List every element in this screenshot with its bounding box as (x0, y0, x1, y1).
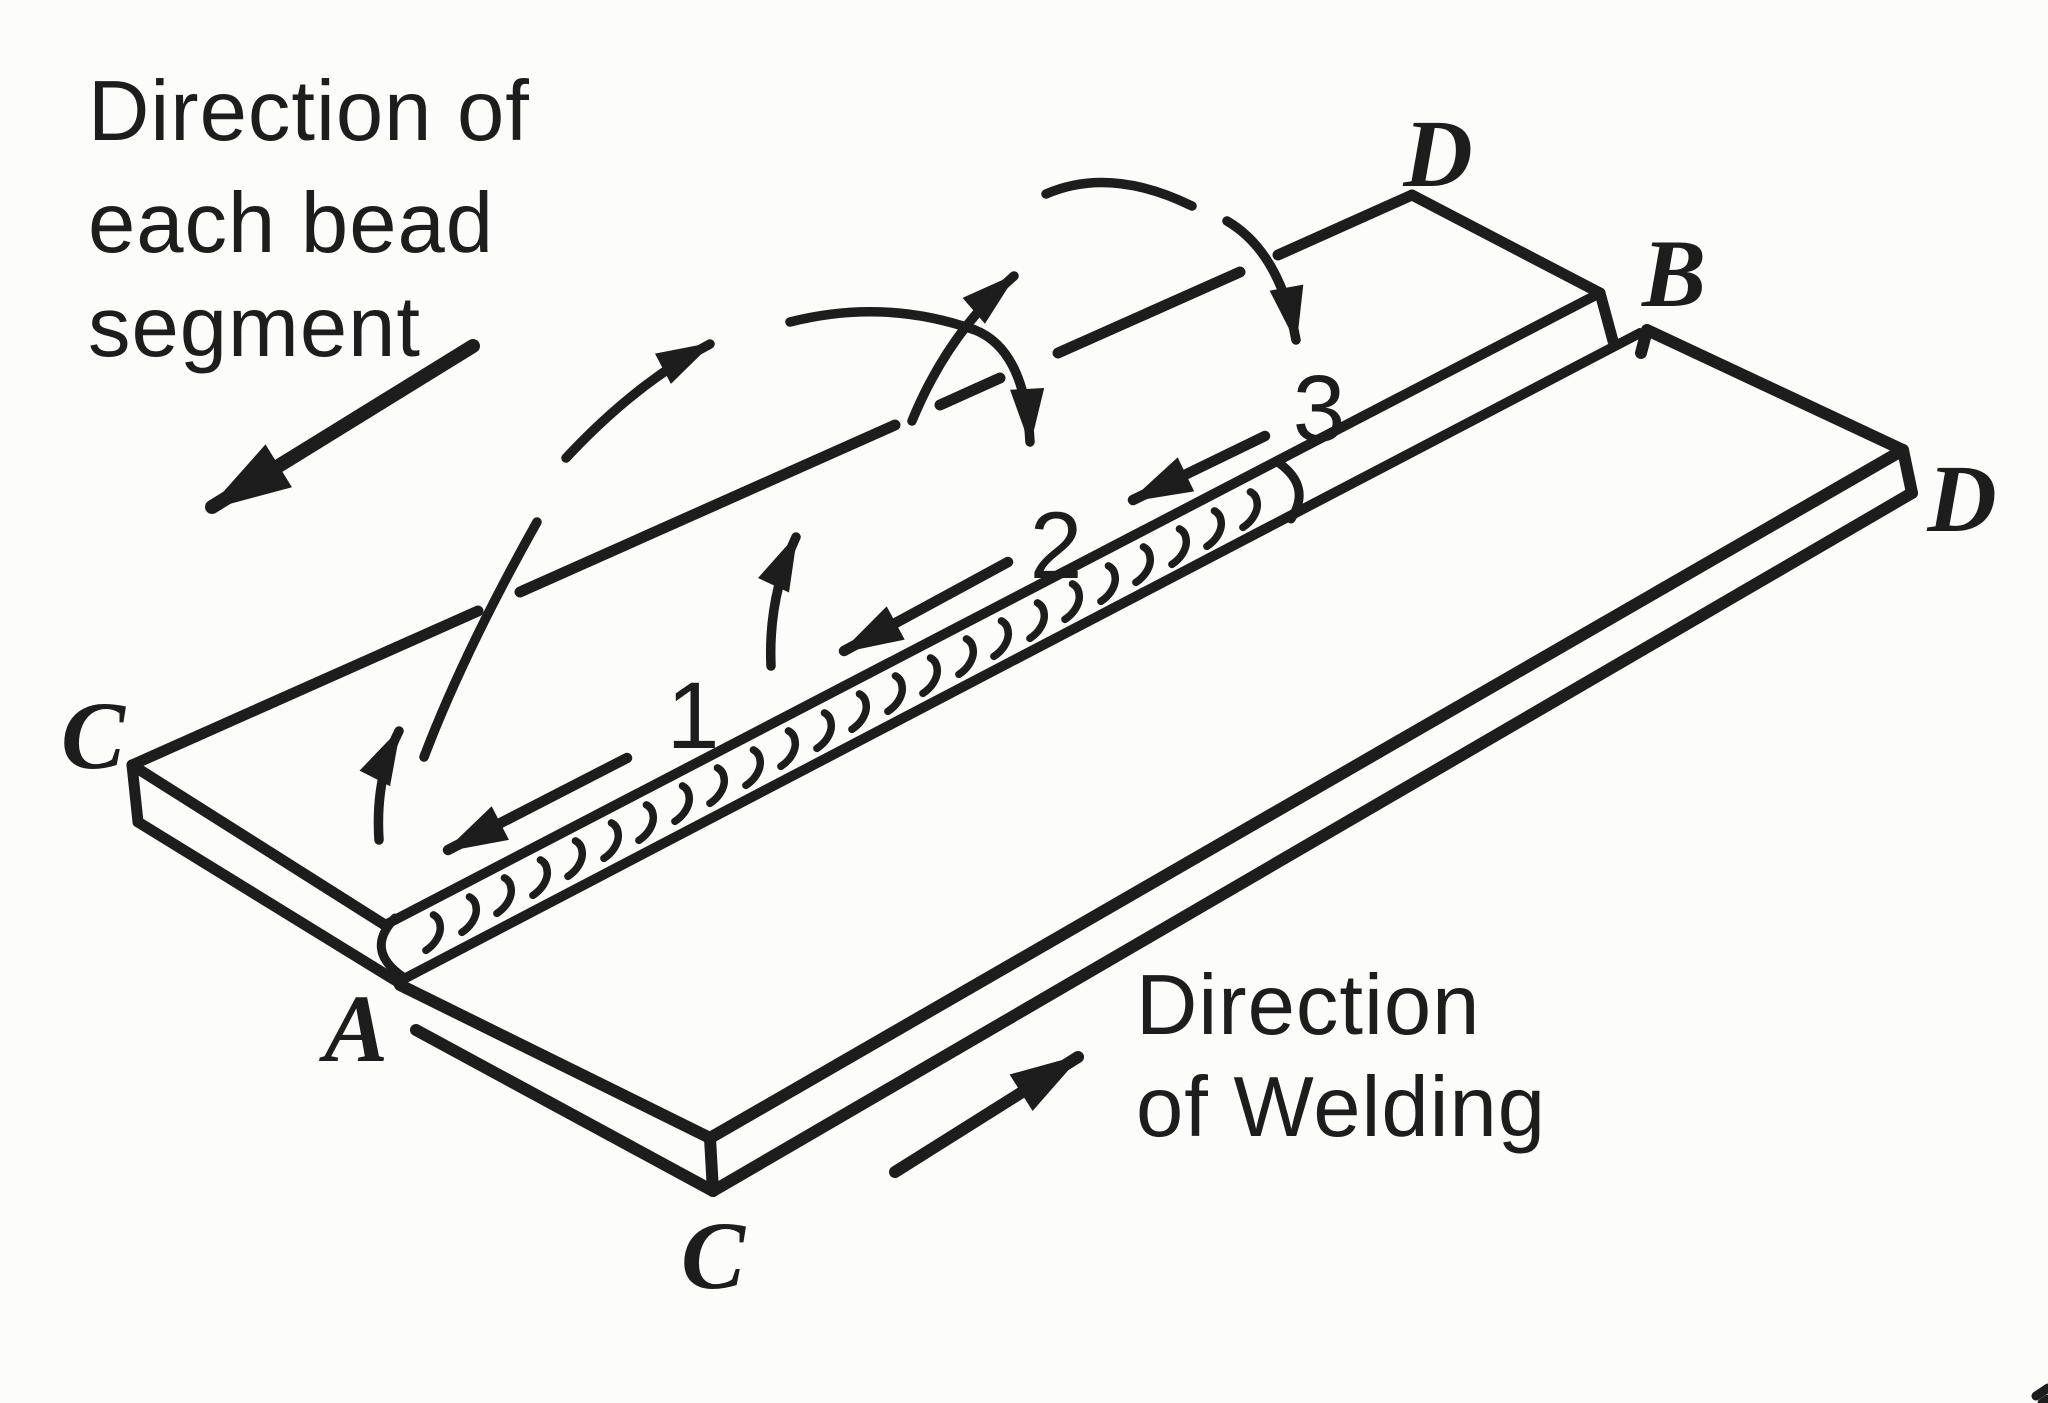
near-plate-front-bottom-edge (707, 487, 1918, 1197)
welding-direction-label: Direction of Welding (1136, 958, 1546, 1155)
corner-label-c-far-left: C (61, 682, 126, 789)
far-plate-left-corner-edge (126, 759, 144, 828)
near-plate-left-end-bottom-edge (410, 1024, 719, 1197)
corner-label-c-near-bottom: C (681, 1202, 746, 1309)
segment-number-1: 1 (667, 663, 720, 769)
near-plate-right-corner-edge (1897, 444, 1918, 499)
far-plate (126, 189, 1619, 988)
segment-1-arrow (442, 752, 633, 856)
corner-label-a-joint-start: A (319, 975, 388, 1082)
welding-direction-label-line2: of Welding (1136, 1060, 1546, 1155)
corner-label-b-near-top: B (1641, 220, 1706, 327)
bead-direction-label-line1: Direction of (88, 64, 530, 159)
weld-bead-start-cap (376, 913, 408, 982)
far-plate-left-end-top-edge (126, 759, 391, 931)
welding-direction-label-line1: Direction (1136, 958, 1480, 1053)
corner-labels: C D A B D C (61, 100, 1997, 1309)
bead-direction-arrow (205, 339, 480, 514)
far-plate-back-edge (126, 189, 1418, 771)
restart-arrow-2 (758, 532, 801, 671)
segment-2-arrow (838, 556, 1014, 657)
far-plate-left-end-bottom-edge (132, 816, 404, 988)
hop-arrow-2-apex (1041, 177, 1197, 211)
near-plate-b-corner-edge (1635, 324, 1653, 359)
far-plate-right-edge (1406, 189, 1606, 299)
hop-arrow-1 (419, 306, 1045, 762)
segment-numbers: 1 2 3 (667, 356, 1346, 769)
bead-direction-label-line3: segment (88, 280, 421, 375)
far-plate-right-end-face (1594, 287, 1619, 347)
hop-arrow-1-descent (785, 306, 1045, 447)
weld-bead-ripples (413, 491, 1265, 950)
corner-label-d-far-right: D (1402, 100, 1472, 207)
joint-seam (380, 288, 1645, 987)
segment-3-arrow (1127, 430, 1271, 506)
near-plate-right-edge (1641, 324, 1909, 456)
restart-arrows (359, 532, 801, 845)
seam-bottom-line (393, 328, 1645, 987)
hop-arrow-2-rise (907, 271, 1019, 426)
hop-arrow-2 (907, 177, 1304, 426)
segment-number-3: 3 (1293, 356, 1346, 462)
bead-direction-label: Direction of each bead segment (88, 64, 530, 375)
hop-arrow-2-descent (1222, 216, 1304, 345)
near-plate (394, 324, 1918, 1197)
bead-direction-label-line2: each bead (88, 176, 494, 271)
restart-arrow-1 (359, 726, 404, 845)
hop-arrow-1-rise (561, 339, 715, 463)
segment-number-2: 2 (1030, 493, 1083, 599)
bead-segment-arrows (442, 430, 1271, 856)
weld-bead (376, 458, 1304, 982)
corner-label-d-near-right: D (1926, 445, 1996, 552)
near-plate-front-top-edge (704, 444, 1909, 1144)
near-plate-bottom-corner-edge (704, 1132, 719, 1197)
weld-bead-end-cap (1274, 458, 1304, 524)
seam-top-line (380, 288, 1605, 930)
hop-arrow-1-tail (419, 517, 542, 762)
scan-speck (2031, 1383, 2048, 1403)
welding-direction-arrow (889, 1051, 1084, 1178)
near-plate-left-end-top-edge (394, 979, 716, 1144)
